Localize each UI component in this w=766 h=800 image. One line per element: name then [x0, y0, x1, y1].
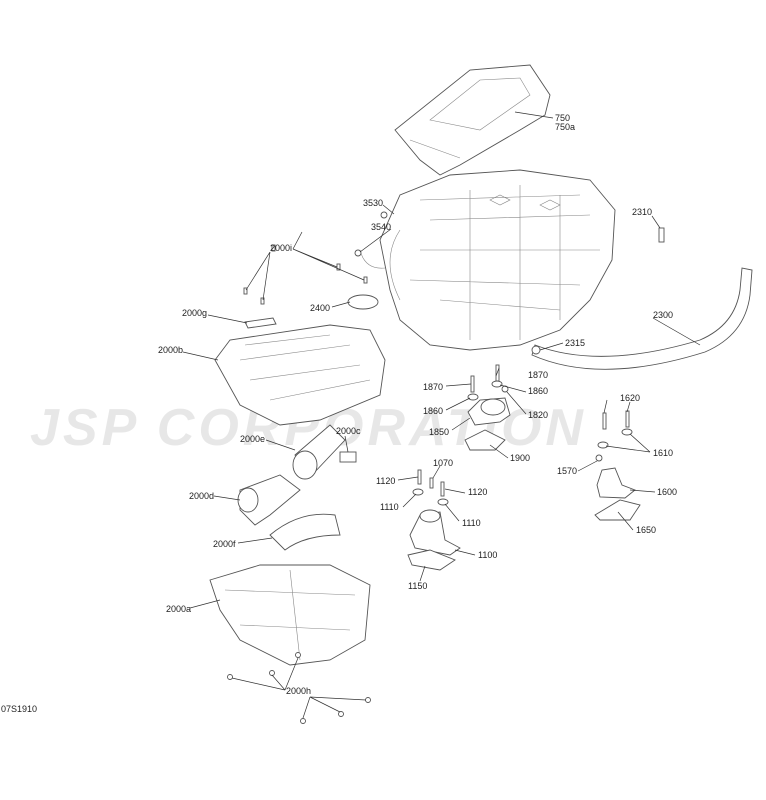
- label-1650: 1650: [636, 525, 656, 535]
- clamp-2400[interactable]: [347, 294, 379, 310]
- label-1070: 1070: [433, 458, 453, 468]
- engine-block-part[interactable]: [359, 169, 616, 351]
- fasteners: [227, 211, 633, 724]
- label-2000a: 2000a: [166, 604, 191, 614]
- label-1620: 1620: [620, 393, 640, 403]
- oil-pan-part[interactable]: [209, 564, 371, 666]
- label-1850: 1850: [429, 427, 449, 437]
- mount-1600[interactable]: [596, 467, 636, 499]
- hose-part[interactable]: [531, 267, 753, 370]
- plate-1150[interactable]: [407, 549, 456, 571]
- leader-lines: [182, 111, 701, 719]
- label-2400: 2400: [310, 303, 330, 313]
- engine-cover-part[interactable]: [394, 64, 551, 176]
- label-2000i: 2000i: [270, 243, 292, 253]
- label-1860-b: 1860: [423, 406, 443, 416]
- plate-1650[interactable]: [594, 499, 641, 521]
- label-3530: 3530: [363, 198, 383, 208]
- label-2300: 2300: [653, 310, 673, 320]
- gasket-2000g[interactable]: [244, 317, 277, 329]
- label-1860-a: 1860: [528, 386, 548, 396]
- intake-tube-2000e[interactable]: [292, 424, 346, 480]
- part-2310[interactable]: [658, 227, 665, 243]
- plate-1900[interactable]: [464, 429, 506, 451]
- label-2310: 2310: [632, 207, 652, 217]
- label-2000c: 2000c: [336, 426, 361, 436]
- label-1110-a: 1110: [380, 502, 399, 512]
- diagram-code: 07S1910: [1, 704, 37, 714]
- label-750: 750: [555, 113, 570, 123]
- label-2000b: 2000b: [158, 345, 183, 355]
- label-1120-a: 1120: [376, 476, 395, 486]
- label-2000e: 2000e: [240, 434, 265, 444]
- mount-1100[interactable]: [409, 509, 461, 556]
- label-1100: 1100: [478, 550, 497, 560]
- label-1870-b: 1870: [423, 382, 443, 392]
- elbow-2000d[interactable]: [237, 474, 301, 526]
- label-1610: 1610: [653, 448, 673, 458]
- label-3540: 3540: [371, 222, 391, 232]
- label-2000g: 2000g: [182, 308, 207, 318]
- label-750a: 750a: [555, 122, 575, 132]
- label-2000h: 2000h: [286, 686, 311, 696]
- label-1150: 1150: [408, 581, 427, 591]
- label-1600: 1600: [657, 487, 677, 497]
- intake-manifold-part[interactable]: [214, 324, 386, 426]
- part-2000c[interactable]: [339, 451, 357, 463]
- label-1120-b: 1120: [468, 487, 487, 497]
- label-1570: 1570: [557, 466, 577, 476]
- label-1110-b: 1110: [462, 518, 481, 528]
- mount-1850[interactable]: [467, 397, 511, 426]
- label-1900: 1900: [510, 453, 530, 463]
- label-2000f: 2000f: [213, 539, 236, 549]
- label-2315: 2315: [565, 338, 585, 348]
- label-2000d: 2000d: [189, 491, 214, 501]
- hose-2000f[interactable]: [269, 513, 341, 551]
- label-1870-a: 1870: [528, 370, 548, 380]
- label-1820: 1820: [528, 410, 548, 420]
